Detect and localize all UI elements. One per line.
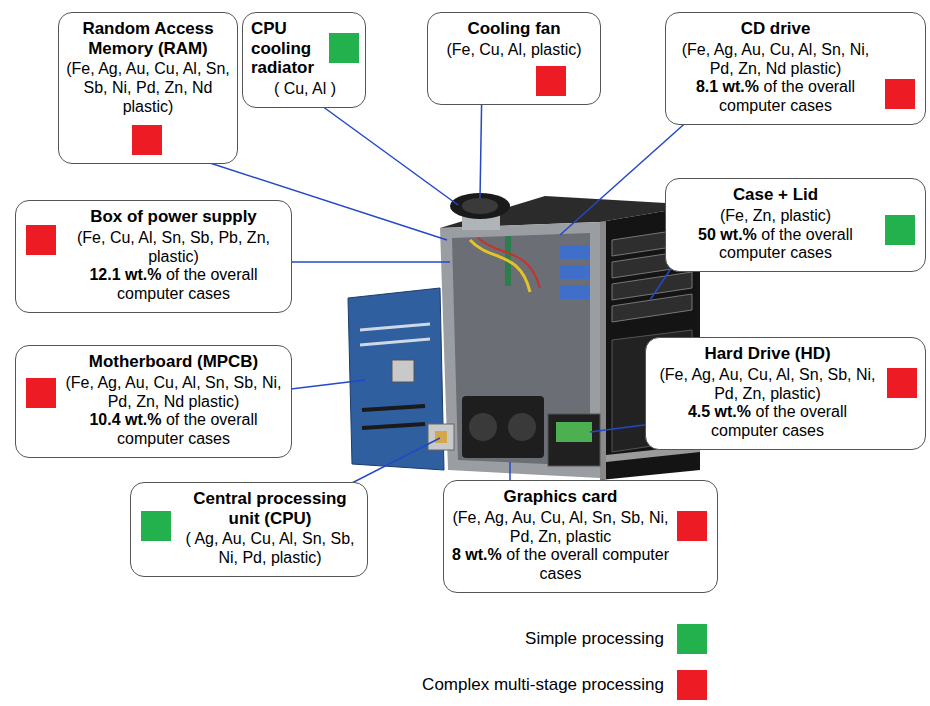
hard-drive-label xyxy=(556,422,592,442)
element-list: (Fe, Ag, Au, Cu, Al, Sn, Sb, Ni, Pd, Zn,… xyxy=(65,60,231,117)
callout-box: Motherboard (MPCB)(Fe, Ag, Au, Cu, Al, S… xyxy=(15,345,292,458)
cable xyxy=(478,238,540,288)
board-slot xyxy=(360,324,430,330)
processing-square xyxy=(885,215,915,245)
callout-box: Cooling fan (Fe, Cu, Al, plastic) xyxy=(427,12,601,105)
mass-percent: 50 wt.% xyxy=(698,226,757,243)
mass-percent: 10.4 wt.% xyxy=(89,411,161,428)
graphics-fan xyxy=(469,413,497,441)
callout-box: Central processing unit (CPU)( Ag, Au, C… xyxy=(130,482,368,577)
legend-label: Complex multi-stage processing xyxy=(422,675,664,695)
cpu-chip xyxy=(428,424,454,450)
legend-label: Simple processing xyxy=(525,629,664,649)
processing-square xyxy=(887,368,917,398)
element-list: (Fe, Ag, Au, Cu, Al, Sn, Sb, Ni, Pd, Zn,… xyxy=(452,509,669,547)
board-chip xyxy=(392,360,414,382)
callout-box: Graphics card(Fe, Ag, Au, Cu, Al, Sn, Sb… xyxy=(443,480,718,593)
processing-square xyxy=(885,79,915,109)
board-slot xyxy=(362,406,425,410)
cable xyxy=(470,240,530,292)
processing-square xyxy=(536,66,566,96)
callout-box: Hard Drive (HD)(Fe, Ag, Au, Cu, Al, Sn, … xyxy=(645,337,926,450)
graphics-card-body xyxy=(462,396,544,458)
mass-percent: 8.1 wt.% xyxy=(696,78,759,95)
element-list: (Fe, Cu, Al, Sn, Sb, Pb, Zn, plastic) xyxy=(64,229,283,267)
mass-share: 4.5 wt.%of the overall computer cases xyxy=(654,403,881,441)
component-name: Graphics card xyxy=(452,487,669,507)
mass-percent: 4.5 wt.% xyxy=(688,403,751,420)
mass-percent: 8 wt.% xyxy=(452,546,502,563)
element-list: ( Ag, Au, Cu, Al, Sn, Sb, Ni, Pd, plasti… xyxy=(181,530,359,568)
mass-percent: 12.1 wt.% xyxy=(89,266,161,283)
component-name: CPU cooling radiator xyxy=(251,19,323,78)
element-list: (Fe, Ag, Au, Cu, Al, Sn, Ni, Pd, Zn, Nd … xyxy=(674,41,877,79)
component-name: Central processing unit (CPU) xyxy=(181,489,359,528)
board-slot xyxy=(360,339,430,345)
case-front-edge xyxy=(600,221,606,480)
element-list: (Fe, Zn, plastic) xyxy=(674,207,877,226)
legend-swatch xyxy=(677,624,707,654)
element-list: (Fe, Cu, Al, plastic) xyxy=(434,41,594,60)
element-list: ( Cu, Al ) xyxy=(251,80,359,99)
mass-share: 10.4 wt.%of the overall computer cases xyxy=(64,411,283,449)
processing-square xyxy=(141,511,171,541)
processing-square xyxy=(26,225,56,255)
inner-bay xyxy=(560,265,590,279)
component-name: Random Access Memory (RAM) xyxy=(65,19,231,58)
component-name: Hard Drive (HD) xyxy=(654,344,881,364)
legend-swatch xyxy=(677,670,707,700)
inner-bay xyxy=(560,245,590,259)
callout-box: Box of power supply(Fe, Cu, Al, Sn, Sb, … xyxy=(15,200,292,313)
mass-share: 12.1 wt.%of the overall computer cases xyxy=(64,266,283,304)
component-name: Box of power supply xyxy=(64,207,283,227)
graphics-fan xyxy=(508,413,536,441)
processing-square xyxy=(26,378,56,408)
component-name: Cooling fan xyxy=(434,19,594,39)
component-name: Motherboard (MPCB) xyxy=(64,352,283,372)
case-interior xyxy=(440,222,600,478)
element-list: (Fe, Ag, Au, Cu, Al, Sn, Sb, Ni, Pd, Zn,… xyxy=(64,374,283,412)
processing-square xyxy=(677,511,707,541)
hard-drive-body xyxy=(548,414,600,466)
inner-bay xyxy=(560,285,590,299)
callout-box: CPU cooling radiator ( Cu, Al ) xyxy=(242,12,366,108)
component-name: Case + Lid xyxy=(674,185,877,205)
mass-note: of the overall computer cases xyxy=(506,546,669,582)
mass-share: 50 wt.%of the overall computer cases xyxy=(674,226,877,264)
fan-hub xyxy=(462,198,498,214)
component-name: CD drive xyxy=(674,19,877,39)
processing-square xyxy=(132,125,162,155)
cpu-core xyxy=(435,431,447,443)
callout-box: Case + Lid (Fe, Zn, plastic)50 wt.%of the… xyxy=(665,178,926,272)
mass-share: 8 wt.%of the overall computer cases xyxy=(452,546,669,584)
processing-square xyxy=(329,33,359,63)
callout-box: CD drive(Fe, Ag, Au, Cu, Al, Sn, Ni, Pd,… xyxy=(665,12,926,125)
element-list: (Fe, Ag, Au, Cu, Al, Sn, Sb, Ni, Pd, Zn,… xyxy=(654,366,881,404)
mass-share: 8.1 wt.%of the overall computer cases xyxy=(674,78,877,116)
callout-box: Random Access Memory (RAM)(Fe, Ag, Au, C… xyxy=(58,12,238,164)
board-slot xyxy=(362,424,425,428)
